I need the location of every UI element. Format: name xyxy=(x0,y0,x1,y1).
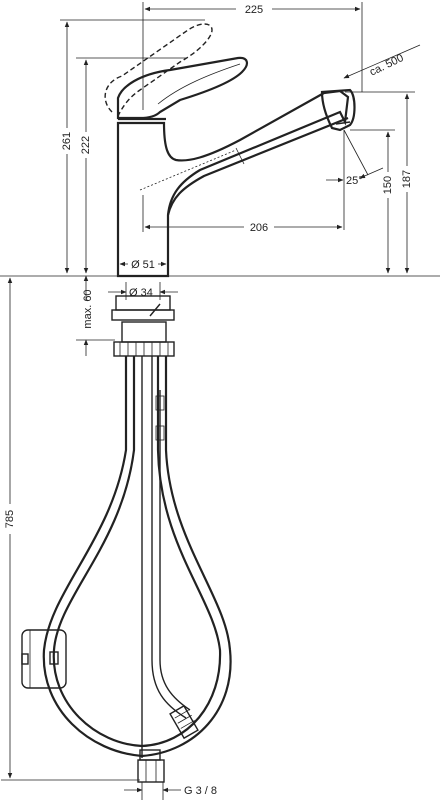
spray-outlet xyxy=(335,121,351,125)
dim-187-label: 187 xyxy=(401,170,413,188)
dimension-angle-25: 25° xyxy=(326,129,384,230)
dimension-max-60: max. 60 xyxy=(76,275,115,356)
dim-34-label: Ø 34 xyxy=(129,287,153,299)
dim-max60-label: max. 60 xyxy=(82,289,94,328)
dimension-222: 222 xyxy=(76,57,186,274)
hose-fitting-upper xyxy=(155,395,165,441)
dim-261-label: 261 xyxy=(61,132,73,150)
dimension-206: 206 xyxy=(142,195,343,234)
dimension-dia-51: Ø 51 xyxy=(119,256,167,271)
faucet-body xyxy=(116,89,350,278)
lever-highlight xyxy=(157,63,241,105)
thread-fitting-g38 xyxy=(137,749,165,783)
supply-hose-bend xyxy=(151,659,187,719)
dimension-thread-g38: G 3 / 8 xyxy=(124,782,217,800)
valve-connector xyxy=(169,704,199,740)
pullout-hose-loop-inner xyxy=(52,356,222,748)
dim-150-label: 150 xyxy=(382,176,394,194)
dim-25-label: 25° xyxy=(346,175,363,187)
dimension-785: 785 xyxy=(1,277,140,781)
spout-lower-edge xyxy=(166,116,349,216)
pullout-hose-loop xyxy=(42,356,232,758)
fixing-nut xyxy=(113,341,175,357)
dim-206-label: 206 xyxy=(250,222,268,234)
dim-500-label: ca. 500 xyxy=(368,52,406,79)
lever-handle xyxy=(116,56,248,120)
dimension-dia-34: Ø 34 xyxy=(108,282,178,300)
dimension-150: 150 xyxy=(350,129,395,274)
dimension-225: 225 xyxy=(142,1,363,110)
mounting-clip xyxy=(149,303,161,317)
pullout-spray-head xyxy=(320,88,356,132)
dimension-261: 261 xyxy=(60,19,205,274)
dimension-187: 187 xyxy=(345,91,415,274)
spout-joint xyxy=(235,147,245,165)
dim-g38-label: G 3 / 8 xyxy=(184,785,217,797)
lever-raised-outline xyxy=(104,23,213,117)
hose-counterweight xyxy=(21,629,67,689)
mounting-plate xyxy=(111,309,175,321)
spout-axis xyxy=(139,149,237,191)
supply-hose-bend-outer xyxy=(159,659,191,711)
threaded-shank xyxy=(121,321,167,343)
dim-222-label: 222 xyxy=(80,136,92,154)
dimension-pullout-length: ca. 500 xyxy=(343,44,421,79)
dim-785-label: 785 xyxy=(4,510,16,528)
dim-225-label: 225 xyxy=(245,4,263,16)
dim-51-label: Ø 51 xyxy=(131,259,155,271)
